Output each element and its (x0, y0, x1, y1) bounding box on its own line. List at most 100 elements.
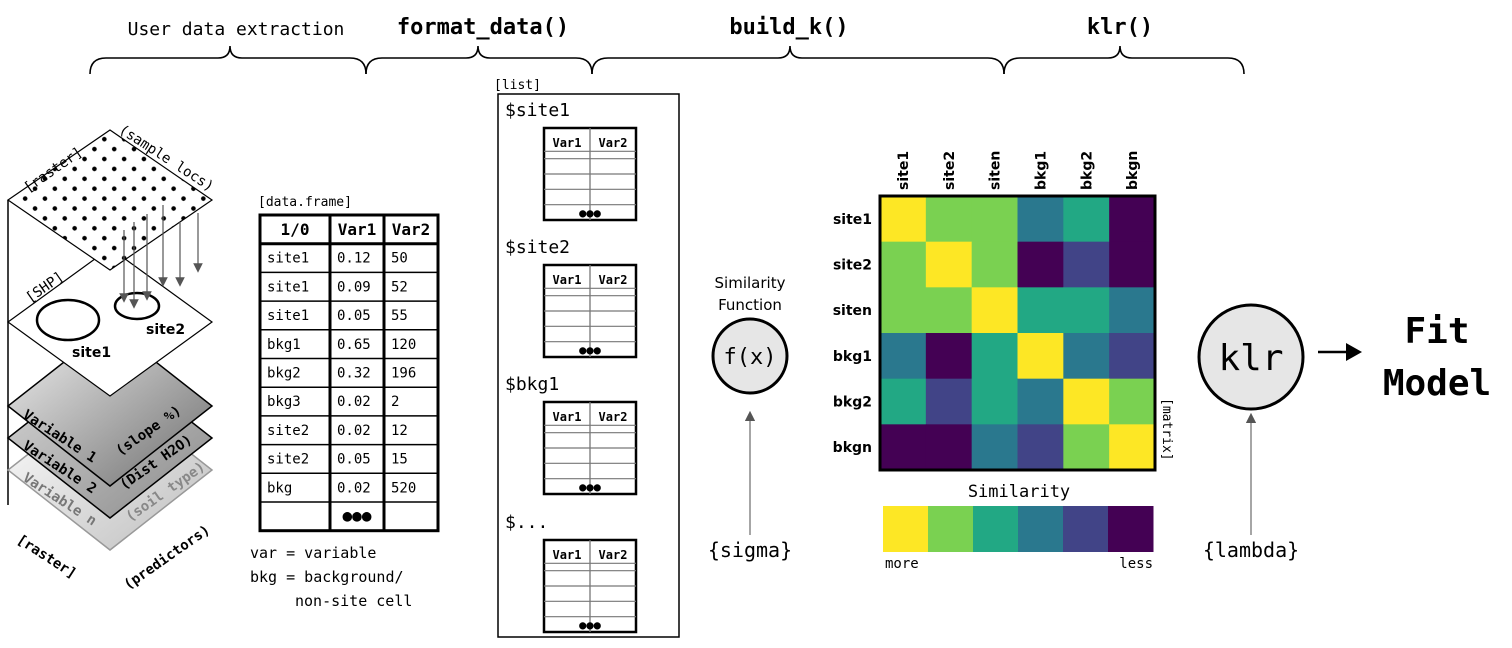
matrix-cell (880, 196, 927, 243)
matrix-cell (1109, 378, 1156, 425)
matrix-cell (971, 287, 1018, 334)
lambda-param: {lambda} (1203, 538, 1299, 562)
matrix-cell (1017, 287, 1064, 334)
list-table-header: Var2 (599, 410, 628, 424)
brace-klr (1003, 45, 1245, 75)
layer-variable-1 (6, 325, 214, 487)
matrix-cell (1017, 241, 1064, 288)
df-cell: 0.02 (337, 480, 371, 496)
colorbar: Similarity more less (883, 482, 1154, 572)
stage-build-k: build_k() (729, 15, 848, 40)
list-table-header: Var1 (553, 273, 582, 287)
df-cell: 520 (391, 480, 416, 496)
stage-user-extraction: User data extraction (128, 19, 345, 40)
df-cell: bkg1 (267, 337, 301, 353)
matrix-cell (971, 333, 1018, 380)
df-cell: 0.02 (337, 394, 371, 410)
df-table-border (258, 213, 440, 533)
df-cell: 0.02 (337, 423, 371, 439)
list-item-label: $... (505, 512, 548, 533)
matrix-cell (1063, 378, 1110, 425)
function-node-label: f(x) (724, 345, 777, 370)
legend-bkg-cont: non-site cell (295, 592, 412, 610)
df-cell: site2 (267, 452, 309, 468)
matrix-border (878, 194, 1157, 472)
label-site1: site1 (72, 345, 111, 361)
df-cell: 196 (391, 366, 416, 382)
matrix-cell (971, 241, 1018, 288)
matrix-column-label: site2 (942, 151, 958, 190)
list-table-ellipsis: ●●● (579, 480, 601, 494)
matrix-row-label: bkg1 (833, 349, 872, 365)
df-cell: 12 (391, 423, 408, 439)
brace-format-data (365, 45, 593, 75)
label-site2: site2 (146, 322, 185, 338)
df-header-cell: 1/0 (281, 220, 310, 239)
colorbar-swatch (1018, 506, 1064, 552)
df-cell: 0.12 (337, 251, 371, 267)
matrix-cell (925, 333, 973, 380)
df-cell: bkg (267, 480, 292, 496)
df-cell: 55 (391, 308, 408, 324)
matrix-column-label: bkg2 (1079, 151, 1095, 190)
matrix-cell (1017, 196, 1064, 243)
label-predictors: (predictors) (121, 522, 213, 593)
df-cell: 50 (391, 251, 408, 267)
klr-node (1197, 303, 1305, 411)
df-cell: bkg3 (267, 394, 301, 410)
colorbar-less: less (1119, 556, 1153, 572)
matrix-cell (1109, 196, 1156, 243)
matrix-cell (925, 378, 973, 425)
matrix-cell (1017, 424, 1064, 471)
list-item-label: $site1 (505, 100, 570, 121)
list-table-header: Var2 (599, 548, 628, 562)
df-cell: 0.09 (337, 279, 371, 295)
matrix-label: [matrix] (1159, 398, 1174, 461)
list-table-header: Var2 (599, 136, 628, 150)
df-header-cell: Var2 (392, 220, 431, 239)
matrix-cell (1109, 287, 1156, 334)
matrix-cell (1017, 378, 1064, 425)
list-table-header: Var1 (553, 548, 582, 562)
df-header-cell: Var1 (338, 220, 377, 239)
matrix-cell (880, 424, 927, 471)
matrix-cell (1017, 333, 1064, 380)
matrix-column-label: bkgn (1125, 151, 1141, 190)
df-cell: 0.05 (337, 452, 371, 468)
klr-node-label: klr (1218, 338, 1283, 379)
data-frame: [data.frame] 1/0 Var1 Var2 site1 0.12 50 site1… (258, 195, 440, 533)
stage-format-data: format_data() (397, 15, 569, 40)
matrix-cell (1109, 241, 1156, 288)
df-cell: site1 (267, 279, 309, 295)
fit-model-line1: Fit (1404, 311, 1469, 352)
matrix-cell (880, 241, 927, 288)
abbreviation-legend: var = variable bkg = background/ non-sit… (250, 544, 412, 610)
matrix-cell (925, 424, 973, 471)
matrix-cell (971, 424, 1018, 471)
matrix-column-label: site1 (896, 151, 912, 190)
stage-braces (89, 45, 1245, 75)
matrix-cell (1063, 287, 1110, 334)
layer-stack: [raster] (sample locs) [SHP] site1 site2… (6, 122, 216, 593)
list-label: [list] (494, 78, 541, 93)
matrix-cell (880, 287, 927, 334)
matrix-cell (1109, 333, 1156, 380)
matrix-cell (1063, 241, 1110, 288)
matrix-cell (1063, 424, 1110, 471)
fit-model-line2: Model (1383, 363, 1491, 404)
matrix-cell (880, 378, 927, 425)
matrix-cell (925, 241, 973, 288)
data-frame-label: [data.frame] (258, 195, 352, 210)
stage-klr: klr() (1087, 15, 1153, 40)
df-cell: site1 (267, 308, 309, 324)
colorbar-more: more (885, 556, 919, 572)
brace-user-extraction (89, 45, 367, 75)
colorbar-title: Similarity (968, 482, 1070, 502)
matrix-column-label: siten (988, 151, 1004, 190)
df-cell: site2 (267, 423, 309, 439)
df-cell: site1 (267, 251, 309, 267)
